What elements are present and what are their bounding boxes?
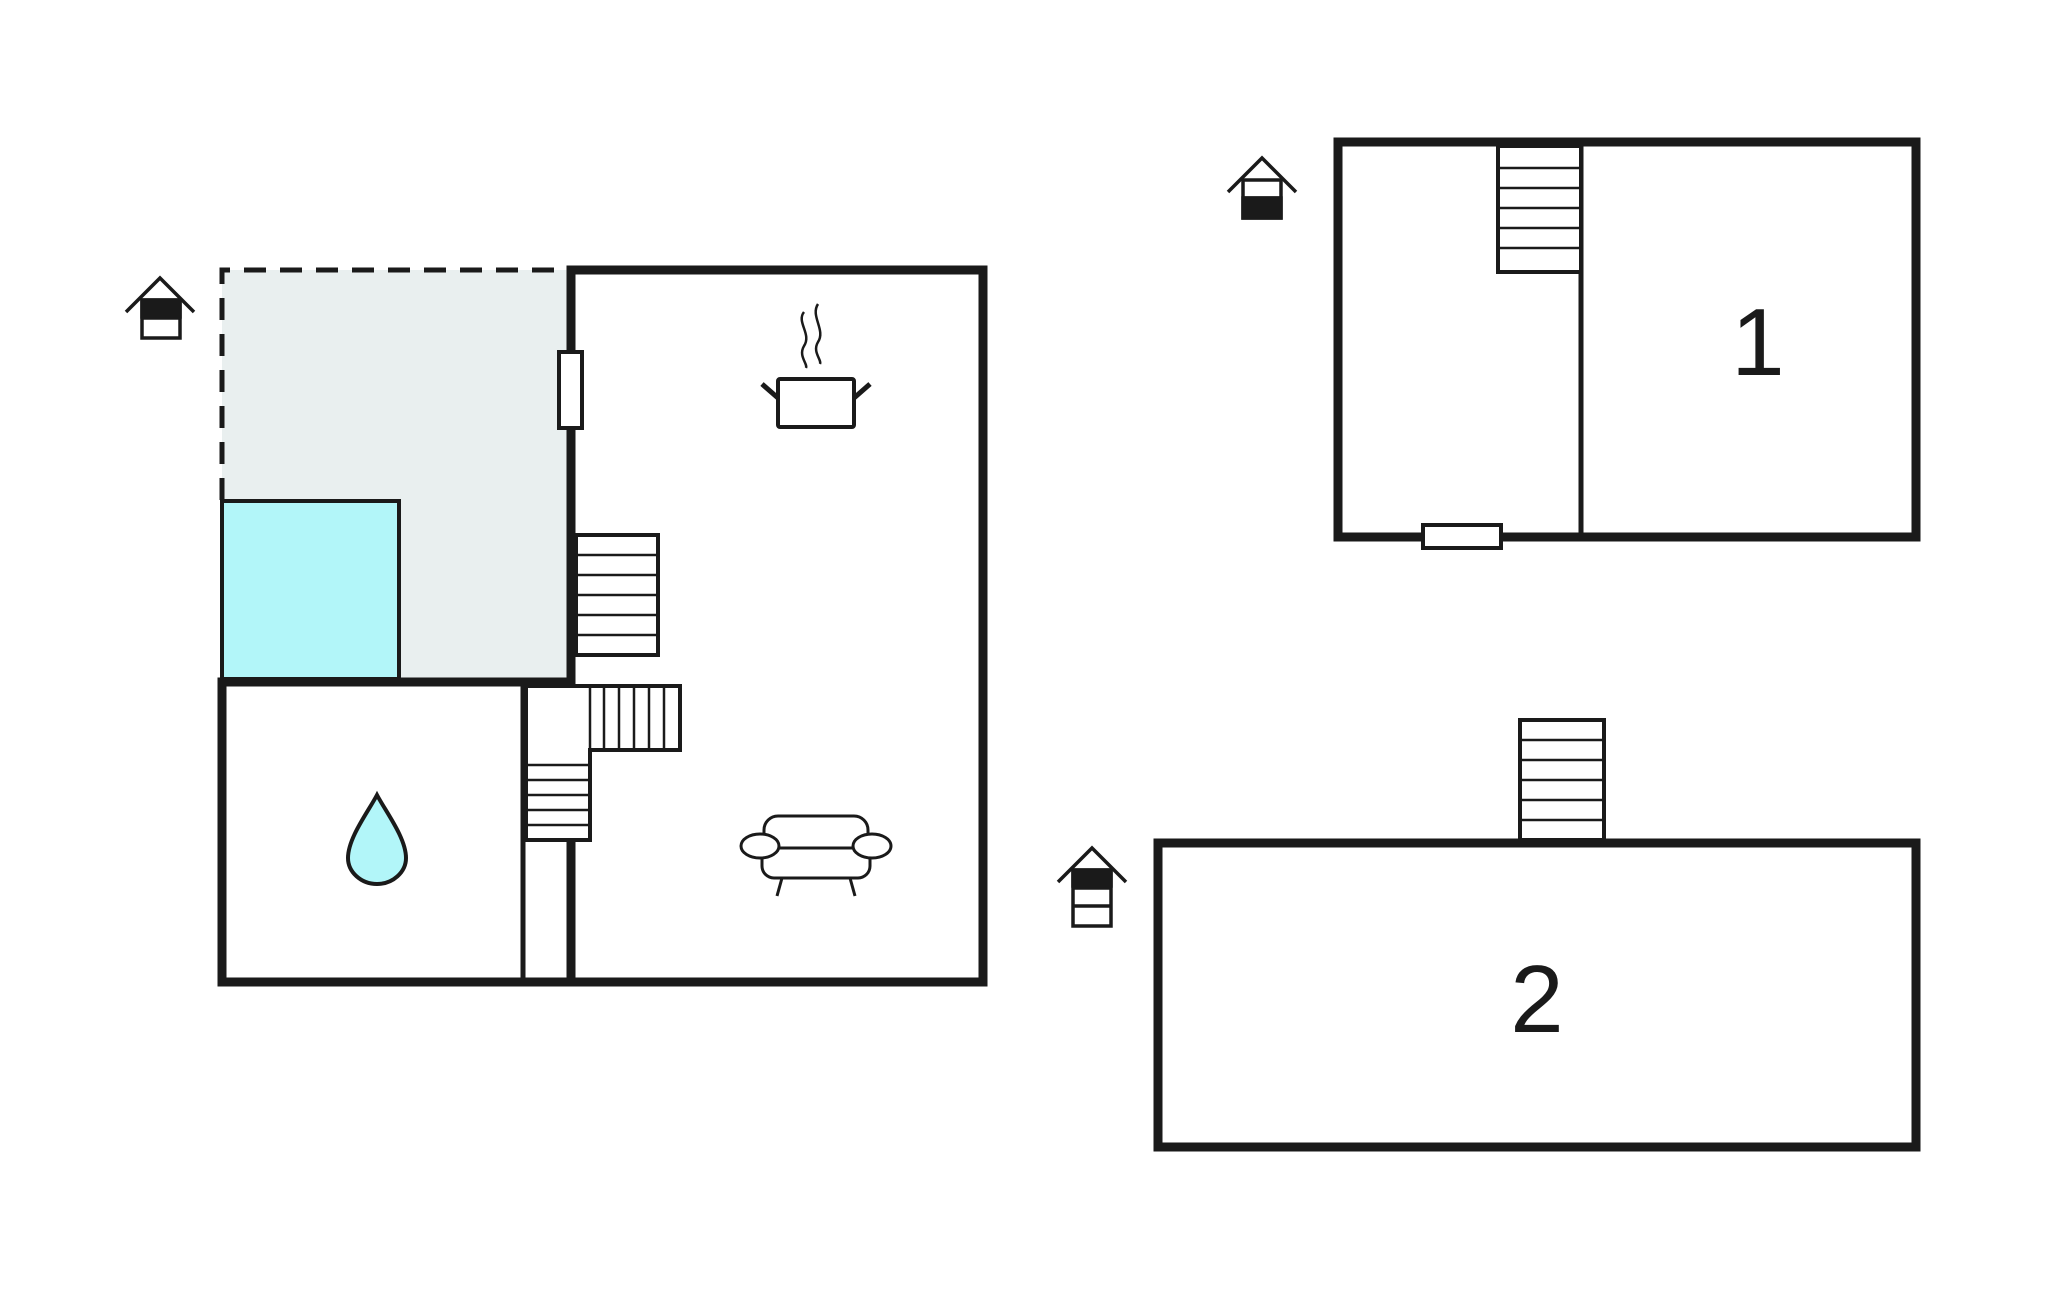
staircase-icon (524, 684, 682, 842)
floor-2-wall (1153, 838, 1921, 1152)
floor-1-wall (1333, 137, 1921, 542)
staircase-icon (1518, 718, 1606, 842)
floor-level-indicator-icon (1056, 845, 1128, 928)
main-room-wall (566, 265, 988, 987)
pool (220, 499, 401, 681)
window (557, 350, 584, 430)
sofa-icon (739, 814, 893, 897)
floor-number-label: 2 (1510, 946, 1563, 1053)
floor-level-indicator-icon (124, 275, 196, 340)
ground-floor (124, 265, 988, 987)
floor-1: 1 (1226, 137, 1921, 550)
window (1421, 523, 1503, 550)
staircase-icon (1496, 144, 1583, 274)
floor-2: 2 (1056, 718, 1921, 1152)
staircase-icon (574, 533, 660, 657)
floor-level-indicator-icon (1226, 155, 1298, 220)
floor-number-label: 1 (1731, 289, 1784, 396)
cooking-pot-icon (760, 303, 872, 429)
water-drop-icon (345, 790, 409, 887)
terrace-dashed-border (219, 267, 567, 500)
